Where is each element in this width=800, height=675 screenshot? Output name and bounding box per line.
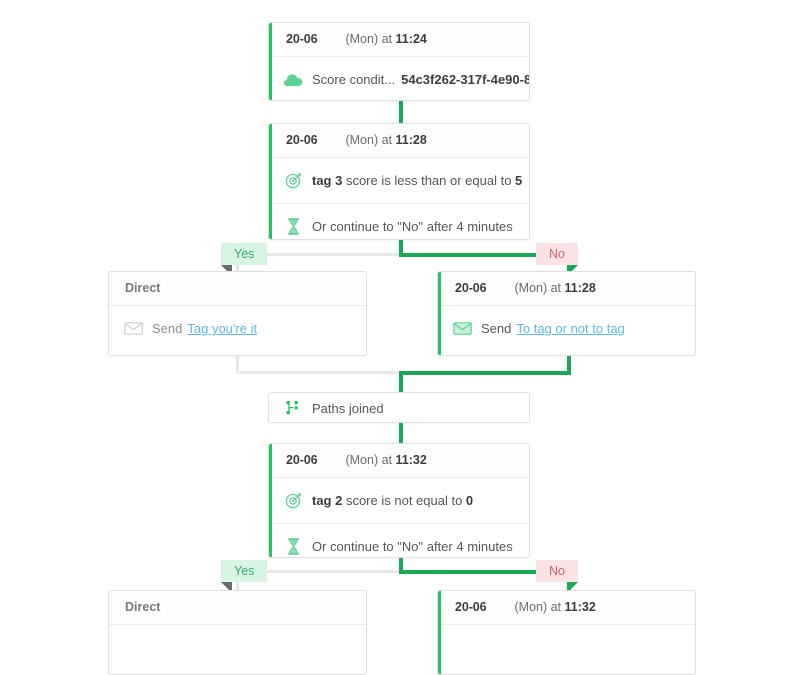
connector-bus-top-right [399, 253, 571, 257]
card-row-score-condition[interactable]: Score condit... 54c3f262-317f-4e90-8eb..… [269, 57, 529, 100]
rule-operator-text: score is not equal to [342, 493, 466, 508]
card-date: 20-06 [455, 600, 487, 614]
email-link[interactable]: To tag or not to tag [516, 321, 625, 336]
email-link[interactable]: Tag you're it [187, 321, 258, 336]
rule-threshold: 0 [465, 493, 474, 508]
connector-bus-bottom-right [399, 570, 571, 574]
workflow-canvas: 20-06 (Mon) at 11:24 Score condit... 54c3… [108, 22, 696, 675]
connector-condition2-to-bus [399, 557, 403, 574]
target-icon [283, 491, 303, 511]
card-row-send-email[interactable]: Send Tag you're it [109, 306, 366, 351]
rule-threshold: 5 [515, 173, 523, 188]
send-label: Send [481, 321, 512, 336]
card-time: (Mon) at 11:32 [345, 453, 427, 467]
card-time: (Mon) at 11:28 [514, 281, 596, 295]
card-header-timestamp: 20-06 (Mon) at 11:28 [269, 124, 529, 158]
card-row-timeout[interactable]: Or continue to "No" after 4 minutes [269, 204, 529, 239]
branch-pointer-icon [221, 265, 232, 276]
branch-no-text: No [549, 564, 565, 578]
node-card-paths-joined[interactable]: Paths joined [268, 392, 530, 423]
node-card-direct-bottom[interactable]: Direct [108, 590, 367, 675]
card-header-direct: Direct [109, 272, 366, 306]
connector-condition1-to-bus [399, 239, 403, 257]
card-row-rule[interactable]: tag 3 score is less than or equal to 5 [269, 158, 529, 204]
paths-joined-label: Paths joined [312, 400, 384, 416]
branch-pointer-icon [221, 582, 232, 593]
connector-bus-bottom-left [236, 570, 403, 573]
branch-yes-text: Yes [234, 247, 255, 261]
node-card-score-condition[interactable]: 20-06 (Mon) at 11:24 Score condit... 54c3… [268, 22, 530, 101]
card-row-send-email[interactable]: Send To tag or not to tag [438, 306, 695, 351]
card-time: (Mon) at 11:32 [514, 600, 596, 614]
merge-paths-icon [283, 398, 303, 418]
score-condition-value: 54c3f262-317f-4e90-8eb... [401, 72, 529, 87]
send-label: Send [152, 321, 183, 336]
connector-email-down [567, 356, 571, 375]
envelope-icon [123, 319, 143, 339]
target-icon [283, 171, 303, 191]
card-date: 20-06 [286, 32, 318, 46]
hourglass-icon [283, 537, 303, 557]
branch-pointer-icon [566, 265, 578, 276]
connector-email-left [399, 371, 571, 375]
timeout-text: Or continue to "No" after 4 minutes [312, 219, 513, 234]
card-time-value: 11:28 [395, 133, 427, 147]
connector-direct-right [236, 371, 405, 374]
card-time: (Mon) at 11:24 [345, 32, 427, 46]
card-header-direct: Direct [109, 591, 366, 625]
card-row-rule[interactable]: tag 2 score is not equal to 0 [269, 478, 529, 524]
rule-operator-text: score is less than or equal to [342, 173, 516, 188]
card-time-value: 11:32 [564, 600, 596, 614]
node-card-condition-tag2[interactable]: 20-06 (Mon) at 11:32 tag 2 score is not e… [268, 443, 530, 558]
card-row-timeout[interactable]: Or continue to "No" after 4 minutes [269, 524, 529, 557]
branch-label-yes-top[interactable]: Yes [221, 243, 268, 276]
card-header-timestamp: 20-06 (Mon) at 11:28 [438, 272, 695, 306]
hourglass-icon [283, 217, 303, 237]
card-date: 20-06 [455, 281, 487, 295]
node-card-email-bottom[interactable]: 20-06 (Mon) at 11:32 [437, 590, 696, 675]
branch-label-no-bottom[interactable]: No [536, 560, 578, 593]
connector-merge-drop [399, 371, 403, 393]
rule-tag-name: tag 3 [312, 173, 343, 188]
card-row-paths-joined[interactable]: Paths joined [269, 393, 529, 422]
branch-yes-text: Yes [234, 564, 255, 578]
card-time-value: 11:32 [395, 453, 427, 467]
card-date: 20-06 [286, 133, 318, 147]
connector-score-to-condition1 [399, 100, 403, 123]
timeout-text: Or continue to "No" after 4 minutes [312, 539, 513, 554]
card-header-timestamp: 20-06 (Mon) at 11:32 [438, 591, 695, 625]
rule-tag-name: tag 2 [312, 493, 343, 508]
branch-label-no-top[interactable]: No [536, 243, 578, 276]
card-header-timestamp: 20-06 (Mon) at 11:32 [269, 444, 529, 478]
envelope-icon [452, 319, 472, 339]
branch-label-yes-bottom[interactable]: Yes [221, 560, 268, 593]
node-card-email-to-tag[interactable]: 20-06 (Mon) at 11:28 Send To tag or not t… [437, 271, 696, 356]
card-time: (Mon) at 11:28 [345, 133, 427, 147]
branch-pointer-icon [566, 582, 578, 593]
card-time-value: 11:28 [564, 281, 596, 295]
connector-direct-down [236, 356, 239, 373]
card-date: 20-06 [286, 453, 318, 467]
card-time-value: 11:24 [395, 32, 427, 46]
card-header-timestamp: 20-06 (Mon) at 11:24 [269, 23, 529, 57]
branch-no-text: No [549, 247, 565, 261]
node-card-condition-tag3[interactable]: 20-06 (Mon) at 11:28 tag 3 score is less … [268, 123, 530, 240]
connector-bus-top-left [236, 253, 403, 256]
connector-joined-to-condition2 [399, 423, 403, 443]
cloud-icon [283, 70, 303, 90]
node-card-direct-tag-youre-it[interactable]: Direct Send Tag you're it [108, 271, 367, 356]
score-condition-label: Score condit... [312, 72, 396, 87]
